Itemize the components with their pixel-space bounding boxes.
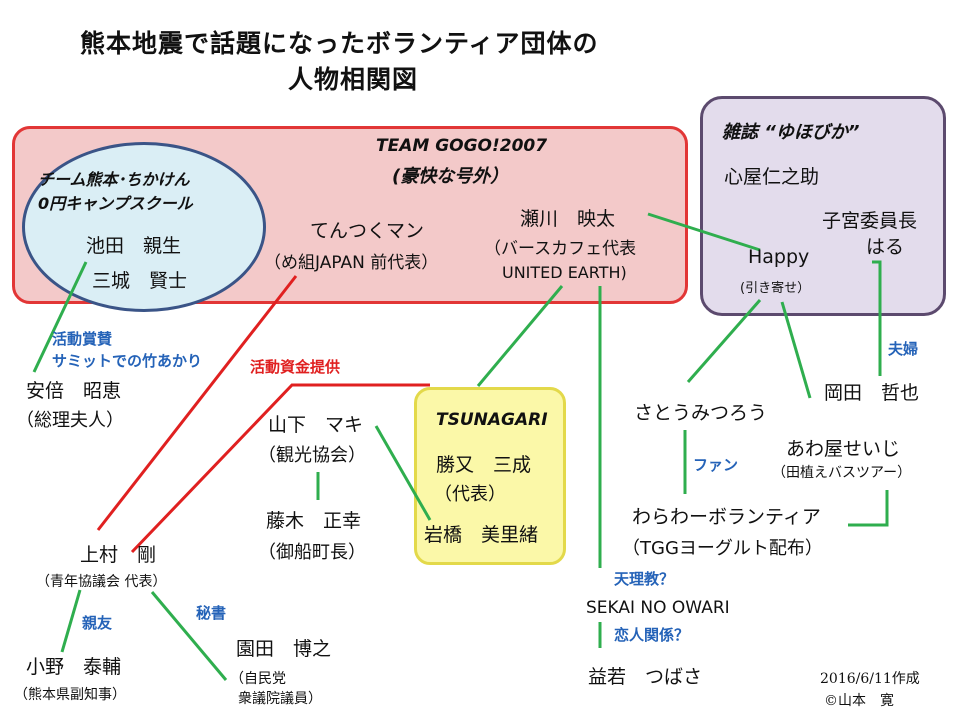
credit-author: ©山本 寛 bbox=[824, 693, 894, 709]
iwahashi-name: 岩橋 美里緒 bbox=[424, 524, 539, 546]
line-uemura-sonoda bbox=[150, 591, 228, 681]
relation-fufu: 夫婦 bbox=[888, 340, 919, 358]
yamashita-role: （観光協会） bbox=[258, 445, 366, 466]
haru-line2: はる bbox=[866, 236, 905, 258]
katsumata-role: （代表） bbox=[434, 484, 506, 505]
warawa-role: （TGGヨーグルト配布） bbox=[622, 538, 823, 559]
chiken-ellipse bbox=[22, 142, 266, 312]
sato-name: さとうみつろう bbox=[634, 402, 768, 424]
awaya-role: （田植えバスツアー） bbox=[772, 465, 912, 481]
warawa-name: わらわーボランティア bbox=[632, 506, 821, 528]
line-awaya-warawa bbox=[848, 490, 889, 527]
diagram-title-line1: 熊本地震で話題になったボランティア団体の bbox=[80, 29, 599, 58]
line-segawa-happy bbox=[647, 212, 761, 252]
relation-summit-takeakari: サミットでの竹あかり bbox=[52, 352, 203, 370]
happy-name: Happy bbox=[748, 246, 810, 268]
fujiki-role: （御船町長） bbox=[258, 542, 366, 563]
line-happy-sato bbox=[686, 299, 762, 383]
relation-shikin-teikyo: 活動資金提供 bbox=[250, 358, 341, 376]
magazine-name: 雑誌 “ゆほびか” bbox=[722, 122, 860, 143]
line-ikeda-abe bbox=[32, 261, 88, 373]
relation-fan: ファン bbox=[693, 456, 739, 474]
fujiki-name: 藤木 正幸 bbox=[266, 510, 362, 532]
uemura-role: （青年協議会 代表） bbox=[36, 574, 167, 590]
relation-tenrikyo: 天理教？ bbox=[614, 570, 675, 588]
ono-name: 小野 泰輔 bbox=[26, 656, 122, 678]
masuwaka-name: 益若 つばさ bbox=[588, 666, 703, 688]
segawa-org: UNITED EARTH) bbox=[502, 263, 627, 282]
chiken-title-line2: 0円キャンプスクール bbox=[38, 194, 193, 213]
ikeda-name: 池田 親生 bbox=[86, 235, 182, 257]
line-tentsuku-uemura bbox=[96, 275, 298, 531]
abe-role: （総理夫人） bbox=[16, 410, 124, 431]
katsumata-name: 勝又 三成 bbox=[436, 454, 532, 476]
uemura-name: 上村 剛 bbox=[80, 544, 157, 566]
line-haru-okada bbox=[872, 260, 882, 376]
sekai-name: SEKAI NO OWARI bbox=[586, 598, 730, 618]
chiken-title-line1: チーム熊本･ちかけん bbox=[38, 170, 190, 189]
kokoroya-name: 心屋仁之助 bbox=[724, 166, 820, 188]
tsunagari-box bbox=[414, 387, 566, 565]
ono-role: （熊本県副知事） bbox=[14, 687, 126, 703]
segawa-name: 瀬川 映太 bbox=[520, 208, 616, 230]
sonoda-role-line2: 衆議院議員） bbox=[238, 691, 322, 707]
abe-name: 安倍 昭恵 bbox=[26, 380, 122, 402]
tsunagari-name: TSUNAGARI bbox=[436, 410, 548, 430]
relation-katsudo-shosan: 活動賞賛 bbox=[52, 330, 113, 348]
team-gogo-subtitle: (豪快な号外） bbox=[392, 166, 509, 187]
segawa-role: （バースカフェ代表 bbox=[484, 239, 637, 259]
line-happy-awaya bbox=[780, 301, 812, 399]
relation-hisho: 秘書 bbox=[196, 604, 227, 622]
diagram-title-line2: 人物相関図 bbox=[288, 65, 419, 94]
line-segawa-tsunagari bbox=[476, 285, 564, 387]
tentsuku-name: てんつくマン bbox=[310, 220, 425, 242]
sonoda-name: 園田 博之 bbox=[236, 638, 332, 660]
tentsuku-role: （め組JAPAN 前代表） bbox=[264, 253, 439, 273]
line-shikin-uemura bbox=[130, 383, 430, 554]
sanjo-name: 三城 賢士 bbox=[92, 270, 188, 292]
line-uemura-ono bbox=[60, 589, 82, 653]
magazine-box bbox=[700, 96, 946, 316]
awaya-name: あわ屋せいじ bbox=[786, 438, 901, 460]
okada-name: 岡田 哲也 bbox=[824, 382, 920, 404]
team-gogo-name: TEAM GOGO!2007 bbox=[376, 136, 548, 156]
relation-koibito: 恋人関係？ bbox=[614, 626, 690, 644]
line-yamashita-iwahashi bbox=[374, 425, 432, 521]
happy-note: (引き寄せ） bbox=[740, 281, 811, 296]
sonoda-role-line1: （自民党 bbox=[230, 671, 286, 687]
haru-line1: 子宮委員長 bbox=[822, 210, 918, 232]
yamashita-name: 山下 マキ bbox=[268, 414, 364, 436]
credit-date: 2016/6/11作成 bbox=[820, 671, 920, 687]
relation-shinyu: 親友 bbox=[82, 614, 113, 632]
